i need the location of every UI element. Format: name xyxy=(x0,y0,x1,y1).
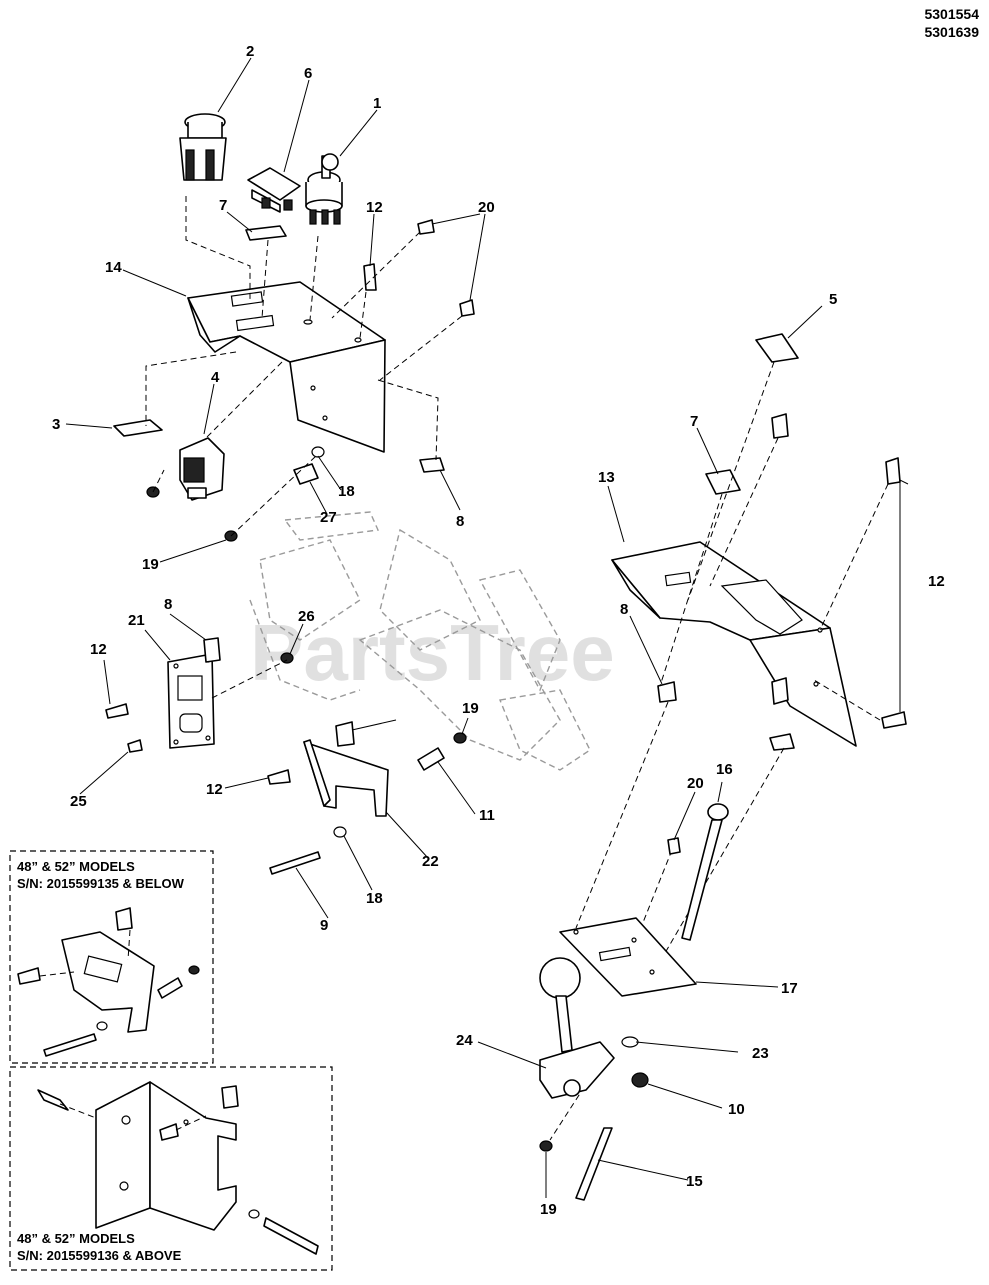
inset-below-models: 48” & 52” MODELS xyxy=(17,859,135,874)
nut-10 xyxy=(631,1072,649,1088)
rocker-switch xyxy=(247,167,301,213)
callout-25: 25 xyxy=(70,793,87,810)
throttle-cable xyxy=(681,819,723,941)
leader-lines xyxy=(65,57,909,1198)
inset-above-models: 48” & 52” MODELS xyxy=(17,1231,135,1246)
nut-19-lower xyxy=(539,1140,553,1152)
callout-20: 20 xyxy=(478,199,495,216)
pto-switch xyxy=(179,113,227,181)
callout-2: 2 xyxy=(246,43,254,60)
callout-3: 3 xyxy=(52,416,60,433)
callout-18-mid: 18 xyxy=(366,890,383,907)
callout-12-right: 12 xyxy=(928,573,945,590)
callout-21: 21 xyxy=(128,612,145,629)
callout-5: 5 xyxy=(829,291,837,308)
callout-7-right: 7 xyxy=(690,413,698,430)
callout-27: 27 xyxy=(320,509,337,526)
clip-8-left xyxy=(203,637,221,663)
bolt-right-b xyxy=(885,457,901,485)
nut-26 xyxy=(280,652,294,664)
clip-8-right-b xyxy=(771,677,789,705)
callout-19: 19 xyxy=(142,556,159,573)
inset-above-drawing xyxy=(37,1081,319,1255)
callout-17: 17 xyxy=(781,980,798,997)
bolt-20-lower xyxy=(667,837,681,855)
rod-15 xyxy=(575,1127,613,1201)
callout-12-left: 12 xyxy=(90,641,107,658)
callout-10: 10 xyxy=(728,1101,745,1118)
inset-above-label: 48” & 52” MODELS S/N: 2015599136 & ABOVE xyxy=(17,1230,181,1264)
callout-19-mid: 19 xyxy=(462,700,479,717)
callout-12: 12 xyxy=(366,199,383,216)
callout-7: 7 xyxy=(219,197,227,214)
part-number-2: 5301639 xyxy=(924,24,979,40)
upper-bolts xyxy=(363,219,475,317)
right-console-bracket xyxy=(611,541,857,747)
callout-19-lower: 19 xyxy=(540,1201,557,1218)
spacer-11 xyxy=(417,747,445,771)
inset-below-label: 48” & 52” MODELS S/N: 2015599135 & BELOW xyxy=(17,858,184,892)
ghost-frame xyxy=(249,511,591,771)
ignition-switch xyxy=(305,153,343,225)
clip-8-right-a xyxy=(657,681,677,703)
knob-16 xyxy=(707,803,729,821)
inset-below-drawing xyxy=(17,907,200,1057)
callout-20-lower: 20 xyxy=(687,775,704,792)
lever-24 xyxy=(539,957,615,1099)
plate-21 xyxy=(167,653,215,749)
callout-9: 9 xyxy=(320,917,328,934)
washer-23 xyxy=(621,1036,639,1048)
bolt-12-left xyxy=(105,703,129,719)
bolt-9 xyxy=(269,851,321,875)
callout-11: 11 xyxy=(479,807,495,824)
clip-8-right-c xyxy=(769,733,795,751)
callout-24: 24 xyxy=(456,1032,473,1049)
callout-18: 18 xyxy=(338,483,355,500)
callout-12-mid: 12 xyxy=(206,781,223,798)
callout-14: 14 xyxy=(105,259,122,276)
bolt-12-mid xyxy=(267,769,291,785)
bracket-22 xyxy=(303,739,389,817)
callout-6: 6 xyxy=(304,65,312,82)
switch-4 xyxy=(179,437,225,501)
callout-8: 8 xyxy=(456,513,464,530)
gasket-3 xyxy=(113,419,163,437)
callout-22: 22 xyxy=(422,853,439,870)
upper-console-bracket xyxy=(187,281,386,453)
line-26 xyxy=(211,659,288,699)
inset-box-below xyxy=(9,850,214,1064)
clip-8-mid xyxy=(335,721,355,747)
assembly-lines-upper xyxy=(145,196,463,537)
bolt-right-a xyxy=(771,413,789,439)
watermark: PartsTree xyxy=(250,608,615,697)
nut-19-mid xyxy=(453,732,467,744)
plate-17 xyxy=(559,917,697,997)
bolt-right-c xyxy=(881,711,907,729)
callout-13: 13 xyxy=(598,469,615,486)
callout-8-left: 8 xyxy=(164,596,172,613)
callout-15: 15 xyxy=(686,1173,703,1190)
inset-below-serial: S/N: 2015599135 & BELOW xyxy=(17,876,184,891)
inset-above-serial: S/N: 2015599136 & ABOVE xyxy=(17,1248,182,1263)
gasket-upper xyxy=(245,225,287,241)
callout-8-right: 8 xyxy=(620,601,628,618)
callout-4: 4 xyxy=(211,369,220,386)
callout-16: 16 xyxy=(716,761,733,778)
callout-1: 1 xyxy=(373,95,381,112)
callout-23: 23 xyxy=(752,1045,769,1062)
washer-18 xyxy=(311,446,325,458)
gasket-7-right xyxy=(705,469,741,495)
cap-5 xyxy=(755,333,799,363)
bolt-25 xyxy=(127,739,143,753)
part-number-1: 5301554 xyxy=(924,6,979,22)
inset-box-above xyxy=(9,1066,333,1271)
callout-labels: 2 6 1 7 12 20 20 14 5 4 3 7 18 8 27 13 1… xyxy=(52,43,945,1218)
washer-18-mid xyxy=(333,826,347,838)
callout-26: 26 xyxy=(298,608,315,625)
clip-8-upper xyxy=(419,457,445,473)
